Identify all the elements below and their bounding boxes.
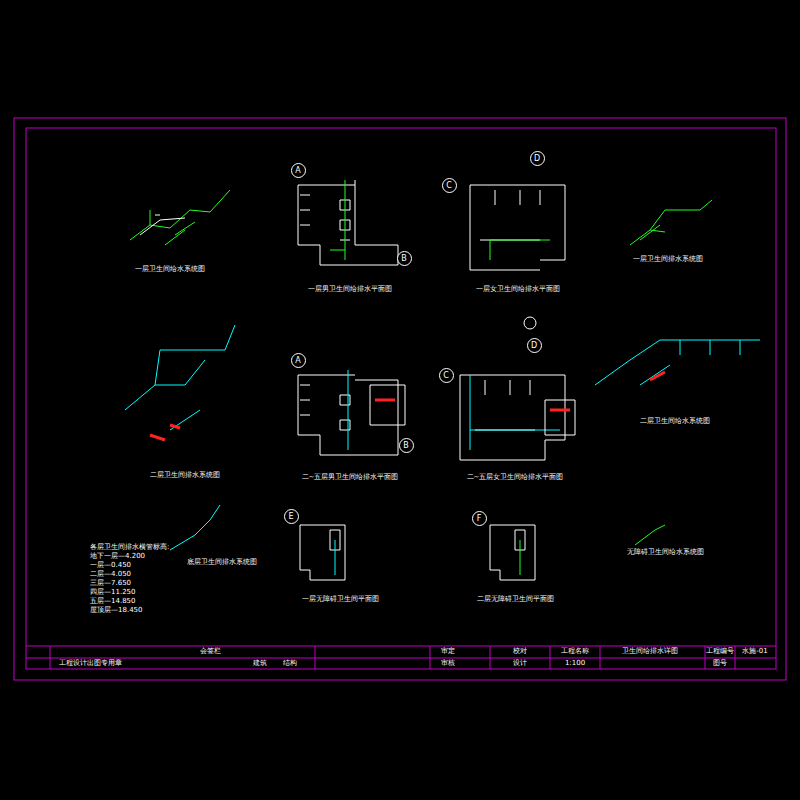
drawing-title: 一层卫生间给水系统图 (135, 266, 205, 274)
title-block-cell: 审定 (441, 648, 455, 656)
drawing-title: 二层无障碍卫生间平面图 (477, 596, 554, 604)
drawing-title: 一层无障碍卫生间平面图 (302, 596, 379, 604)
title-block-cell: 会签栏 (200, 648, 221, 656)
drawing-title: 底层卫生间排水系统图 (187, 559, 257, 567)
elevation-note: 三层—7.650 (90, 580, 131, 588)
title-block-cell: 结构 (283, 660, 297, 668)
axis-bubble: C (442, 178, 457, 193)
elevation-note: 屋顶层—18.450 (90, 607, 143, 615)
drawing-title: 一层卫生间排水系统图 (633, 256, 703, 264)
axis-label: D (534, 154, 540, 163)
drawing-title: 二层卫生间给水系统图 (640, 418, 710, 426)
elevation-note: 五层—14.850 (90, 598, 136, 606)
axis-bubble: F (472, 511, 487, 526)
axis-label: C (446, 181, 452, 190)
axis-bubble: D (527, 338, 542, 353)
axis-bubble: A (291, 353, 306, 368)
axis-label: D (531, 341, 537, 350)
drawing-title: 二~五层女卫生间给排水平面图 (467, 474, 564, 482)
axis-label: B (401, 254, 407, 263)
title-block-cell: 工程名称 (561, 648, 589, 656)
drawing-title: 二层卫生间排水系统图 (150, 472, 220, 480)
axis-bubble: B (397, 251, 412, 266)
title-block-cell: 水施-01 (742, 648, 767, 656)
title-block-cell: 工程设计出图专用章 (59, 660, 122, 668)
title-block-cell: 设计 (513, 660, 527, 668)
drawing-title: 一层女卫生间给排水平面图 (476, 286, 560, 294)
elevation-note: 一层—0.450 (90, 562, 131, 570)
elevation-note: 四层—11.250 (90, 589, 136, 597)
axis-label: F (477, 514, 482, 523)
title-block-cell: 审核 (441, 660, 455, 668)
title-block-cell: 卫生间给排水详图 (622, 648, 678, 656)
drawing-title: 二~五层男卫生间给排水平面图 (302, 474, 399, 482)
axis-bubble: B (399, 438, 414, 453)
elevation-note: 二层—4.050 (90, 571, 131, 579)
axis-bubble: E (284, 509, 299, 524)
axis-bubble: D (530, 151, 545, 166)
axis-bubble: A (291, 163, 306, 178)
axis-label: C (443, 371, 449, 380)
title-block-cell: 建筑 (253, 660, 267, 668)
axis-label: E (288, 512, 293, 521)
title-block-cell: 图号 (713, 660, 727, 668)
elevation-note: 地下一层—4.200 (90, 553, 145, 561)
axis-label: A (295, 356, 300, 365)
drawing-title: 无障碍卫生间给水系统图 (627, 549, 704, 557)
axis-bubble: C (439, 368, 454, 383)
axis-label: B (403, 441, 409, 450)
title-block-cell: 工程编号 (706, 648, 734, 656)
axis-label: A (295, 166, 300, 175)
drawing-title: 一层男卫生间给排水平面图 (308, 286, 392, 294)
elevation-note: 各层卫生间排水横管标高: (90, 544, 169, 552)
title-block-cell: 校对 (513, 648, 527, 656)
title-block-cell: 1:100 (565, 660, 585, 668)
